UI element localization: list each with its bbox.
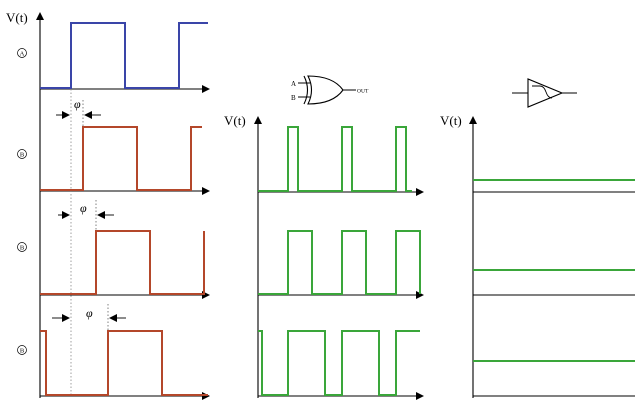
xor-waveform-2: [258, 230, 421, 295]
phase-symbol-3: φ: [86, 306, 93, 320]
waveform-b-phase-1: [40, 126, 202, 191]
phase-marker-3: φ: [52, 304, 126, 331]
phase-symbol-1: φ: [74, 97, 81, 111]
waveform-b-phase-3: [40, 330, 208, 396]
xor-input-b: B: [291, 94, 296, 102]
xor-output-label: OUT: [357, 89, 369, 95]
svg-text:B: B: [20, 245, 25, 252]
waveform-b-phase-2: [40, 230, 205, 295]
svg-text:A: A: [20, 51, 25, 58]
xor-output-column: A B OUT V(t): [224, 75, 424, 400]
row-label-a: A: [17, 48, 27, 58]
phase-symbol-2: φ: [80, 201, 87, 215]
y-axis-label: V(t): [224, 113, 246, 128]
row-label-b2: B: [17, 242, 27, 252]
filtered-output-column: V(t): [440, 78, 635, 398]
xor-gate-icon: A B OUT: [291, 75, 369, 105]
y-axis-label: V(t): [6, 10, 28, 25]
xor-input-a: A: [291, 80, 296, 88]
xor-waveform-1: [258, 126, 412, 192]
waveform-a-reference: [40, 22, 208, 89]
svg-text:B: B: [20, 152, 25, 159]
svg-text:B: B: [20, 348, 25, 355]
row-label-b3: B: [17, 345, 27, 355]
y-axis-label: V(t): [440, 113, 462, 128]
low-pass-filter-icon: [512, 78, 577, 108]
row-label-b1: B: [17, 149, 27, 159]
phase-marker-2: φ: [58, 200, 114, 231]
xor-waveform-3: [258, 330, 420, 396]
input-waveforms-column: V(t) A B B B: [6, 10, 210, 400]
phase-marker-1: φ: [56, 97, 101, 127]
